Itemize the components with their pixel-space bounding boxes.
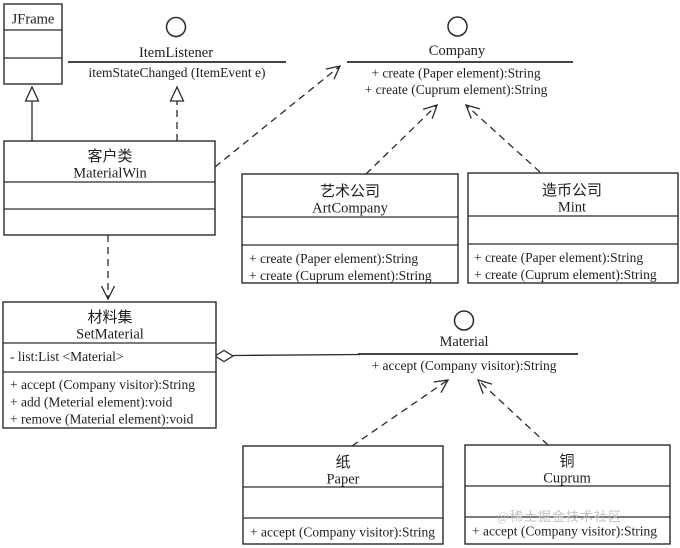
method-label: + accept (Company visitor):String — [472, 524, 657, 539]
interface-operation: + create (Cuprum element):String — [365, 82, 548, 97]
interface-operation: itemStateChanged (ItemEvent e) — [89, 65, 266, 80]
method-label: + add (Meterial element):void — [10, 395, 173, 410]
artcompany-class: 艺术公司 ArtCompany + create (Paper element)… — [241, 173, 459, 284]
dependency-materialwin-company — [214, 65, 342, 168]
materialwin-class: 客户类 MaterialWin — [3, 140, 216, 236]
class-box — [467, 172, 679, 284]
class-box — [241, 173, 459, 284]
itemlistener-interface: ItemListener itemStateChanged (ItemEvent… — [68, 16, 286, 80]
interface-lollipop-icon — [453, 310, 475, 331]
company-interface: Company + create (Paper element):String … — [347, 16, 573, 97]
paper-class: 纸 Paper + accept (Company visitor):Strin… — [242, 445, 444, 545]
class-name-cn: 客户类 — [87, 148, 132, 165]
realization-cuprum-material — [476, 379, 549, 446]
method-label: + create (Cuprum element):String — [249, 268, 432, 283]
realization-mint-company — [464, 104, 541, 173]
method-label: + accept (Company visitor):String — [250, 525, 435, 540]
interface-name: ItemListener — [139, 45, 213, 61]
class-name-en: Paper — [326, 472, 359, 488]
watermark: @稀土掘金技术社区 — [497, 509, 622, 524]
class-box — [464, 444, 671, 545]
method-label: + remove (Material element):void — [10, 412, 194, 427]
class-box — [242, 445, 444, 545]
realization-paper-material — [351, 379, 450, 447]
class-name-cn: 铜 — [559, 453, 574, 470]
class-name-cn: 造币公司 — [542, 182, 602, 199]
jframe-class: JFrame — [3, 3, 63, 85]
class-name-en: MaterialWin — [73, 166, 147, 182]
class-name-en: ArtCompany — [312, 201, 388, 217]
class-name-en: Mint — [558, 200, 586, 216]
class-name-en: SetMaterial — [76, 327, 144, 343]
interface-lollipop-icon — [447, 16, 468, 37]
class-box — [3, 3, 63, 85]
class-name-en: Cuprum — [543, 471, 591, 487]
class-box — [2, 301, 217, 429]
method-label: + create (Cuprum element):String — [474, 267, 657, 282]
interface-operation: + create (Paper element):String — [371, 66, 540, 81]
realization-artcompany-company — [365, 103, 439, 175]
interface-lollipop-icon — [165, 16, 187, 38]
method-label: + create (Paper element):String — [474, 250, 643, 265]
setmaterial-class: 材料集 SetMaterial - list:List <Material> +… — [2, 301, 217, 429]
interface-name: Material — [439, 334, 488, 350]
class-box — [3, 140, 216, 236]
method-label: + accept (Company visitor):String — [10, 377, 195, 392]
attribute-label: - list:List <Material> — [10, 349, 123, 364]
class-name-cn: 艺术公司 — [320, 183, 380, 200]
class-name-cn: 纸 — [335, 454, 350, 471]
mint-class: 造币公司 Mint + create (Paper element):Strin… — [467, 172, 679, 284]
aggregation-diamond-icon — [213, 349, 235, 363]
method-label: + create (Paper element):String — [249, 251, 418, 266]
interface-operation: + accept (Company visitor):String — [372, 358, 557, 373]
class-name-cn: 材料集 — [87, 309, 132, 326]
cuprum-class: 铜 Cuprum + accept (Company visitor):Stri… — [464, 444, 671, 545]
class-name: JFrame — [12, 12, 55, 28]
interface-name: Company — [429, 43, 486, 59]
material-interface: Material + accept (Company visitor):Stri… — [358, 310, 578, 373]
aggregation-setmaterial-material — [232, 353, 361, 357]
relationships — [24, 65, 549, 447]
